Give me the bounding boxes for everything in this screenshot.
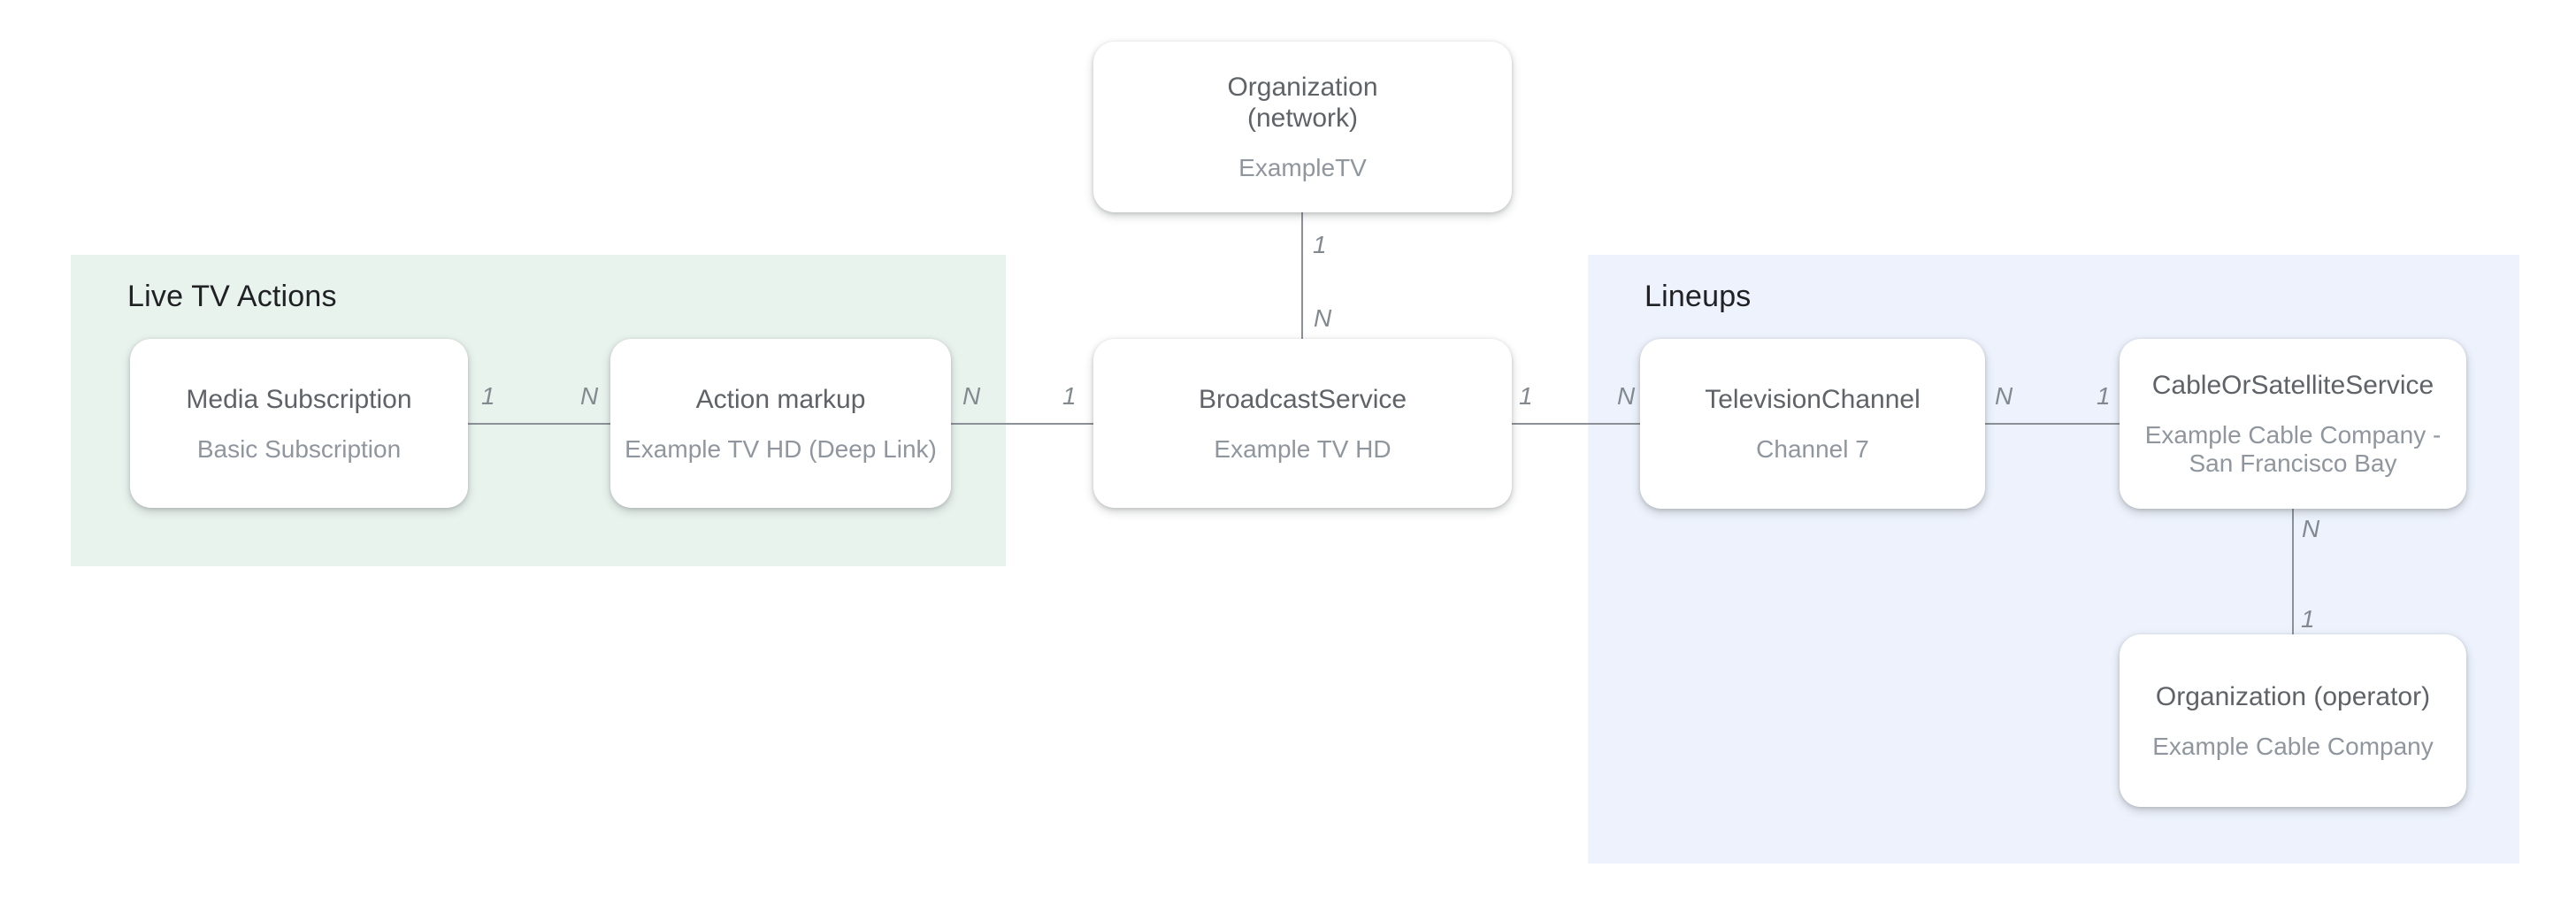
node-title: Media Subscription <box>186 384 412 414</box>
node-title: BroadcastService <box>1198 384 1407 414</box>
section-title-lineups: Lineups <box>1644 280 1752 313</box>
edge-televisionchannel-to-cableservice <box>1985 423 2120 425</box>
cardinality-label: 1 <box>1519 382 1533 410</box>
node-title: Action markup <box>695 384 866 414</box>
node-cable-or-satellite-service: CableOrSatelliteService Example Cable Co… <box>2120 339 2466 509</box>
cardinality-label: 1 <box>1313 231 1327 258</box>
node-broadcast-service: BroadcastService Example TV HD <box>1093 339 1512 508</box>
edge-network-to-broadcastservice <box>1301 212 1303 339</box>
node-subtitle: Basic Subscription <box>196 434 402 463</box>
cardinality-label: N <box>2302 515 2320 542</box>
node-subtitle: Channel 7 <box>1756 435 1869 463</box>
cardinality-label: N <box>1314 304 1332 332</box>
cardinality-label: 1 <box>1062 382 1077 410</box>
node-title: Organization (operator) <box>2155 681 2431 711</box>
node-organization-network: Organization (network) ExampleTV <box>1093 42 1512 212</box>
node-subtitle: Example Cable Company <box>2152 732 2434 760</box>
edge-cableservice-to-operator <box>2292 509 2294 634</box>
node-television-channel: TelevisionChannel Channel 7 <box>1640 339 1985 509</box>
cardinality-label: 1 <box>2301 605 2315 633</box>
node-title: TelevisionChannel <box>1705 385 1920 414</box>
edge-actionmarkup-to-broadcastservice <box>951 423 1093 425</box>
node-subtitle: Example TV HD <box>1214 434 1392 463</box>
cardinality-label: N <box>1617 382 1636 410</box>
node-title: CableOrSatelliteService <box>2151 371 2434 400</box>
node-subtitle: ExampleTV <box>1238 154 1367 181</box>
node-action-markup: Action markup Example TV HD (Deep Link) <box>610 339 951 508</box>
cardinality-label: N <box>580 382 599 410</box>
section-title-live-tv-actions: Live TV Actions <box>127 280 337 313</box>
cardinality-label: N <box>1995 382 2013 410</box>
node-media-subscription: Media Subscription Basic Subscription <box>130 339 468 508</box>
edge-broadcastservice-to-televisionchannel <box>1512 423 1640 425</box>
edge-mediasubscription-to-actionmarkup <box>468 423 610 425</box>
cardinality-label: N <box>962 382 981 410</box>
node-organization-operator: Organization (operator) Example Cable Co… <box>2120 634 2466 807</box>
node-subtitle: Example TV HD (Deep Link) <box>625 434 937 463</box>
cardinality-label: 1 <box>2097 382 2111 410</box>
node-title: Organization (network) <box>1227 73 1378 133</box>
node-subtitle: Example Cable Company - San Francisco Ba… <box>2144 421 2442 477</box>
cardinality-label: 1 <box>481 382 495 410</box>
